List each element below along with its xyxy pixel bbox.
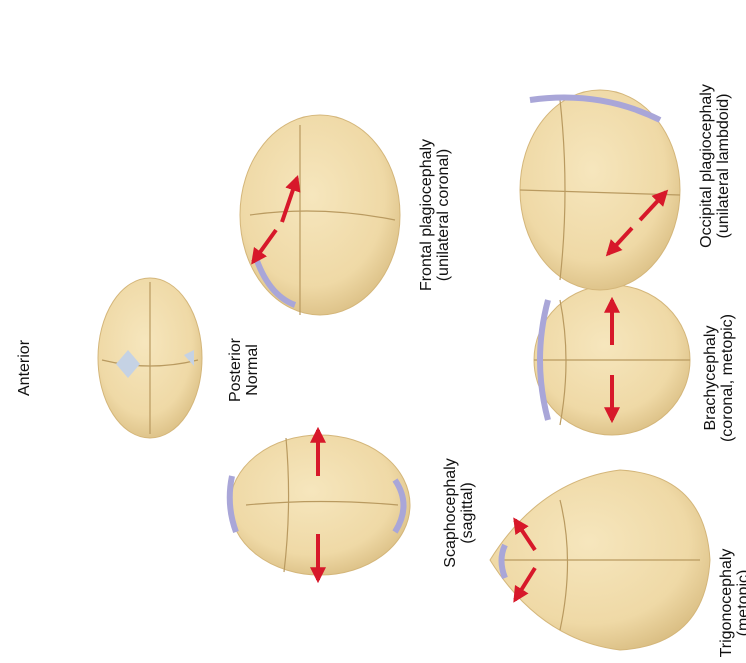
frontal-plagiocephaly-skull xyxy=(240,115,400,315)
brachycephaly-skull xyxy=(534,285,690,435)
trigonocephaly-skull xyxy=(490,470,710,650)
label-scaphocephaly: Scaphocephaly (sagittal) xyxy=(442,443,478,583)
scaphocephaly-skull xyxy=(230,430,410,580)
label-anterior: Anterior xyxy=(16,342,34,396)
label-occipital-plagiocephaly: Occipital plagiocephaly (unilateral lamb… xyxy=(698,68,734,264)
label-trigonocephaly: Trigonocephaly (metopic) xyxy=(718,543,746,663)
normal-skull xyxy=(98,278,202,438)
label-brachycephaly: Brachycephaly (coronal, metopic) xyxy=(702,308,738,448)
label-frontal-plagiocephaly: Frontal plagiocephaly (unilateral corona… xyxy=(418,131,454,299)
label-normal: Posterior Normal xyxy=(227,330,263,410)
fused-suture xyxy=(502,545,506,578)
occipital-plagiocephaly-skull xyxy=(520,90,680,290)
